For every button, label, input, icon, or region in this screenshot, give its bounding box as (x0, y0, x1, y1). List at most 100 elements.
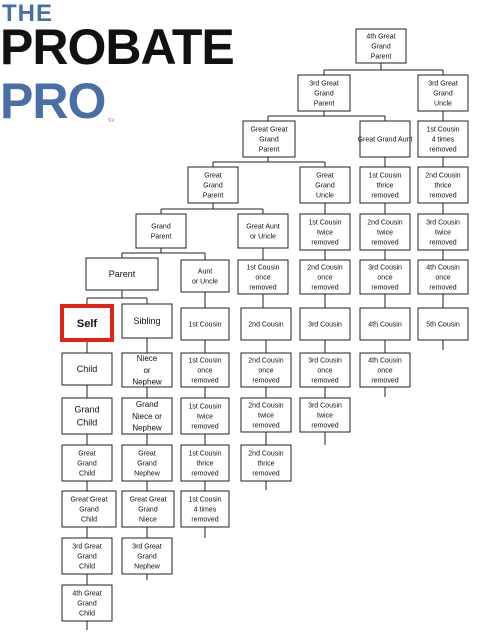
kin-node-box (359, 259, 411, 295)
kin-node-box (417, 259, 469, 295)
kin-node-label: 1st Cousin (188, 321, 221, 328)
kin-node-box (180, 307, 230, 341)
kin-node-box (61, 490, 117, 528)
kin-node-box (187, 166, 239, 204)
kin-node-box (61, 397, 113, 435)
kin-node-label: Parent (109, 269, 136, 279)
kin-node-box (121, 537, 173, 575)
kin-node-self: Self (60, 304, 114, 342)
logo-probate: PROBATE (0, 19, 235, 75)
kin-node-box (61, 537, 113, 575)
kin-node-great-grand-aunt: Great Grand Aunt (358, 120, 412, 158)
kin-node-box (417, 74, 469, 112)
kin-node-label: 2nd Cousin (248, 321, 284, 328)
kin-node-box (417, 166, 469, 204)
kin-node-box (121, 444, 173, 482)
kin-node-box (61, 444, 113, 482)
kin-node-box (85, 257, 159, 291)
kin-node-box (180, 490, 230, 528)
kin-node-box (121, 352, 173, 388)
kin-node-box (359, 352, 411, 388)
kin-node-box (61, 352, 113, 386)
kin-node-box (299, 307, 351, 341)
kin-node-label: Child (77, 364, 98, 374)
kin-node-c3: 3rd Cousin (299, 307, 351, 341)
kin-node-label: Sibling (133, 316, 160, 326)
kin-node-box (237, 213, 289, 249)
kin-node-c2: 2nd Cousin (240, 307, 292, 341)
kin-node-box (240, 352, 292, 388)
kin-node-box (359, 213, 411, 251)
kin-node-box (61, 584, 113, 622)
kin-node-box (299, 397, 351, 433)
logo-the: THE (2, 0, 53, 27)
kin-node-box (240, 307, 292, 341)
kin-node-sibling: Sibling (121, 303, 173, 339)
kin-node-label: Self (77, 318, 98, 330)
kin-node-parent: Parent (85, 257, 159, 291)
probate-pro-logo: THE PROBATE PRO SV (0, 0, 235, 130)
kin-node-box (297, 74, 351, 112)
kin-node-label: 4th Cousin (368, 321, 402, 328)
kin-node-box (299, 213, 351, 251)
kin-node-box (299, 352, 351, 388)
logo-pro: PRO (0, 73, 106, 129)
kin-node-label: 5th Cousin (426, 321, 460, 328)
kin-node-box (299, 166, 351, 204)
kin-node-box (417, 213, 469, 251)
kin-node-box (180, 397, 230, 435)
kin-node-label: 3rd Cousin (308, 321, 342, 328)
kin-node-box (240, 397, 292, 433)
